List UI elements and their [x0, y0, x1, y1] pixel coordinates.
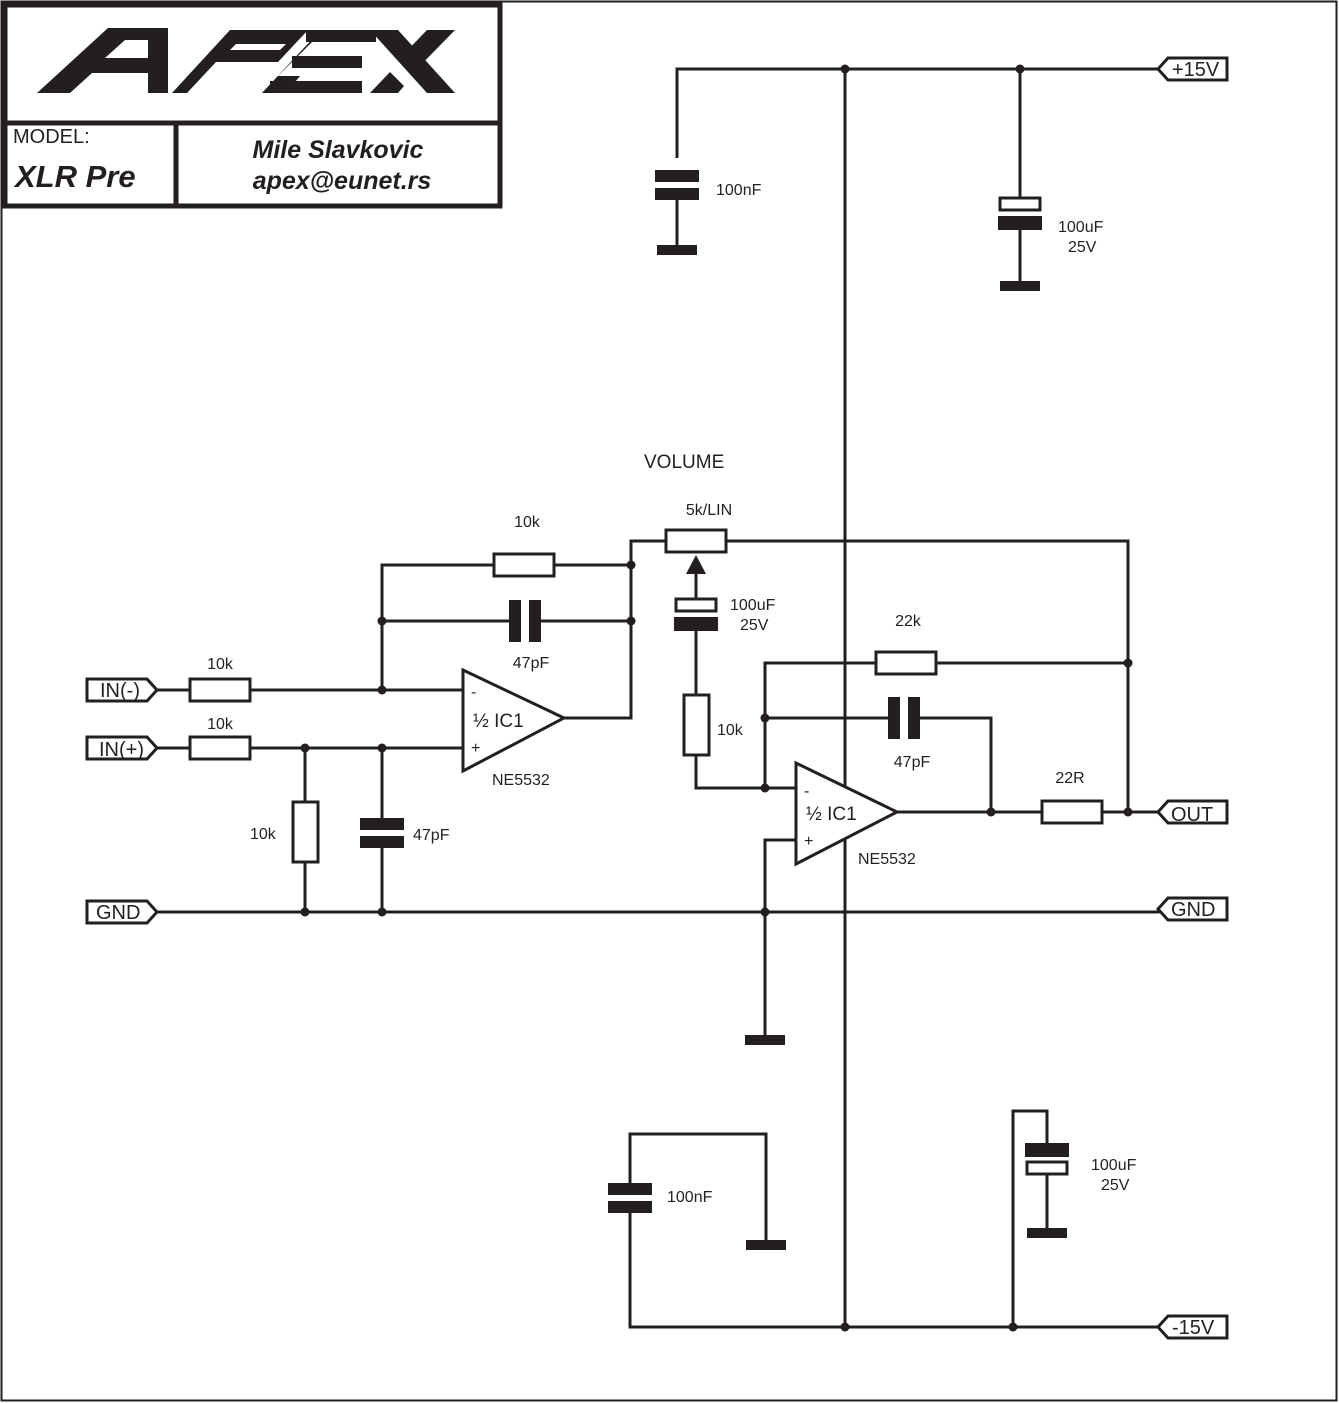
- input-stage: 10k 10k 10k 47pF 10k 47pF: [155, 514, 1160, 917]
- resistor-shunt: [291, 800, 320, 864]
- power-supply-section: 100nF 100uF 25V 100nF 100uF 25V: [608, 64, 1158, 1332]
- resistor-wiper-10k: [682, 693, 711, 757]
- volume-title: VOLUME: [644, 452, 724, 473]
- capacitor-47pf-feedback2: [888, 697, 920, 739]
- cap-100nf-pos-label: 100nF: [716, 182, 762, 199]
- r-out-label: 22R: [1055, 770, 1084, 787]
- capacitor-100uf-wiper: [674, 597, 718, 631]
- port-out-label: OUT: [1171, 804, 1213, 826]
- opamp-ic1b: [794, 760, 901, 867]
- port-vminus-label: -15V: [1172, 1317, 1215, 1339]
- port-in-minus-label: IN(-): [100, 680, 140, 702]
- potentiometer-volume: [664, 528, 728, 554]
- apex-logo: [37, 28, 455, 93]
- c-shunt-label: 47pF: [413, 827, 450, 844]
- author-name: Mile Slavkovic: [253, 136, 424, 164]
- author-email: apex@eunet.rs: [253, 167, 432, 195]
- port-vplus-label: +15V: [1172, 59, 1220, 81]
- capacitor-100nf-neg: [608, 1183, 652, 1213]
- capacitor-100uf-pos: [998, 196, 1042, 291]
- c-wiper-voltage: 25V: [740, 617, 769, 634]
- r-in-plus-label: 10k: [207, 716, 234, 733]
- ic1b-plus: +: [804, 833, 813, 850]
- port-gnd-right-label: GND: [1171, 899, 1215, 921]
- ic1a-plus: +: [471, 740, 480, 757]
- resistor-feedback-22k: [874, 650, 938, 676]
- title-block: MODEL: XLR Pre Mile Slavkovic apex@eunet…: [2, 2, 503, 209]
- c-feedback2-label: 47pF: [894, 754, 931, 771]
- cap-100uf-pos-voltage: 25V: [1068, 239, 1097, 256]
- resistor-in-minus: [188, 677, 252, 703]
- ic1b-part: NE5532: [858, 851, 916, 868]
- pot-label: 5k/LIN: [686, 502, 732, 519]
- ic1b-label: ½ IC1: [806, 804, 857, 825]
- r-feedback2-label: 22k: [895, 613, 922, 630]
- cap-100uf-pos-value: 100uF: [1058, 219, 1104, 236]
- ic1a-minus: -: [471, 684, 476, 701]
- opamp-ic1a: [461, 667, 568, 774]
- model-name: XLR Pre: [13, 159, 136, 194]
- resistor-feedback-10k: [492, 552, 556, 578]
- port-in-plus: IN(+): [85, 735, 160, 761]
- ic1b-minus: -: [804, 783, 809, 800]
- r-shunt-label: 10k: [250, 826, 277, 843]
- r-wiper-label: 10k: [717, 722, 744, 739]
- port-in-plus-label: IN(+): [99, 739, 144, 761]
- resistor-output-22r: [1040, 799, 1104, 825]
- port-out: OUT: [1155, 799, 1229, 826]
- output-stage: VOLUME 5k/LIN 100uF 25V 10k 22k: [629, 452, 1160, 1045]
- model-label: MODEL:: [13, 126, 90, 148]
- c-feedback1-label: 47pF: [513, 655, 550, 672]
- pot-wiper-arrow: [686, 555, 706, 574]
- r-in-minus-label: 10k: [207, 656, 234, 673]
- port-vplus: +15V: [1155, 56, 1229, 82]
- port-gnd-left: GND: [85, 899, 160, 925]
- capacitor-47pf-feedback1: [509, 600, 541, 642]
- cap-100uf-neg-voltage: 25V: [1101, 1177, 1130, 1194]
- port-gnd-left-label: GND: [96, 902, 140, 924]
- c-wiper-value: 100uF: [730, 597, 776, 614]
- capacitor-100uf-neg: [1025, 1143, 1069, 1238]
- capacitor-47pf-shunt: [360, 818, 404, 848]
- ic1a-label: ½ IC1: [473, 711, 524, 732]
- port-in-minus: IN(-): [85, 677, 160, 703]
- cap-100nf-neg-label: 100nF: [667, 1189, 713, 1206]
- port-vminus: -15V: [1155, 1314, 1229, 1340]
- resistor-in-plus: [188, 735, 252, 761]
- port-gnd-right: GND: [1155, 896, 1229, 922]
- capacitor-100nf-pos: [655, 170, 699, 255]
- cap-100uf-neg-value: 100uF: [1091, 1157, 1137, 1174]
- ic1a-part: NE5532: [492, 772, 550, 789]
- r-feedback1-label: 10k: [514, 514, 541, 531]
